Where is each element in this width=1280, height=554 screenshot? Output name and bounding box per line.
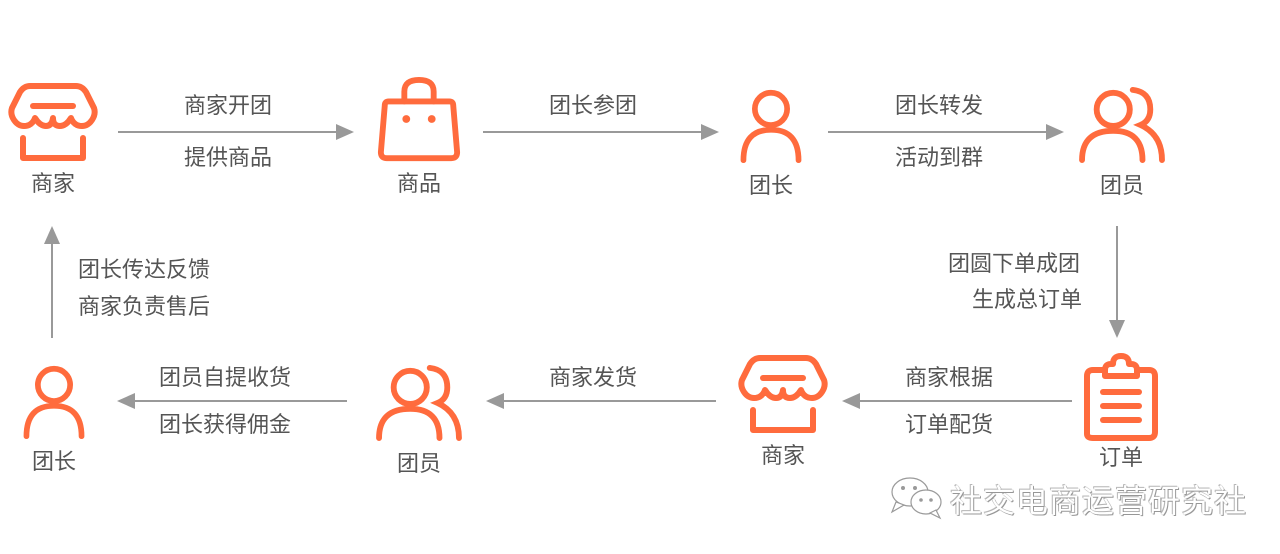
user-icon	[736, 88, 806, 164]
wechat-icon	[890, 477, 942, 520]
node-order: 订单	[1071, 352, 1171, 472]
edge-label: 团长转发	[895, 94, 984, 119]
edge-label: 商家负责售后	[78, 295, 211, 320]
arrow-order-to-merchant	[842, 393, 1072, 409]
edge-label: 团圆下单成团	[948, 252, 1081, 277]
arrow-members-to-order	[1109, 226, 1125, 338]
clipboard-icon	[1081, 352, 1161, 442]
node-label: 商家	[30, 172, 75, 197]
arrow-members-to-leader	[117, 393, 347, 409]
arrow-leader-to-members	[828, 124, 1064, 140]
edge-label: 团长参团	[549, 94, 638, 119]
node-label: 团长	[31, 450, 76, 475]
node-label: 订单	[1098, 446, 1143, 471]
node-label: 商家	[760, 444, 805, 469]
node-label: 团员	[396, 452, 441, 477]
node-leader-bottom: 团长	[4, 364, 104, 476]
edge-label: 商家根据	[905, 366, 994, 391]
edge-label: 团长获得佣金	[159, 413, 292, 438]
edge-label: 生成总订单	[972, 288, 1083, 313]
node-label: 商品	[396, 172, 441, 197]
node-label: 团员	[1099, 174, 1144, 199]
node-merchant-top: 商家	[3, 82, 103, 198]
store-icon	[738, 354, 828, 434]
edge-label: 商家开团	[184, 94, 273, 119]
arrow-merchant-to-product	[118, 124, 354, 140]
node-members-top: 团员	[1072, 86, 1172, 200]
edge-label: 提供商品	[184, 146, 273, 171]
arrow-leader-to-merchant	[44, 226, 60, 338]
watermark-text: 社交电商运营研究社	[950, 482, 1248, 520]
arrow-merchant-to-members	[486, 393, 716, 409]
users-icon	[1075, 86, 1170, 164]
users-icon	[372, 364, 467, 442]
user-icon	[19, 364, 89, 440]
node-label: 团长	[748, 174, 793, 199]
edge-label: 订单配货	[905, 413, 994, 438]
store-icon	[8, 82, 98, 162]
edge-label: 商家发货	[549, 366, 638, 391]
node-members-bottom: 团员	[369, 364, 469, 478]
edge-label: 活动到群	[895, 146, 984, 171]
shopping-bag-icon	[374, 76, 464, 164]
edge-label: 团员自提收货	[159, 366, 292, 391]
node-product: 商品	[369, 76, 469, 198]
edge-label: 团长传达反馈	[78, 258, 211, 283]
node-merchant-bottom: 商家	[733, 354, 833, 470]
node-leader-top: 团长	[721, 88, 821, 200]
arrow-product-to-leader	[483, 124, 719, 140]
